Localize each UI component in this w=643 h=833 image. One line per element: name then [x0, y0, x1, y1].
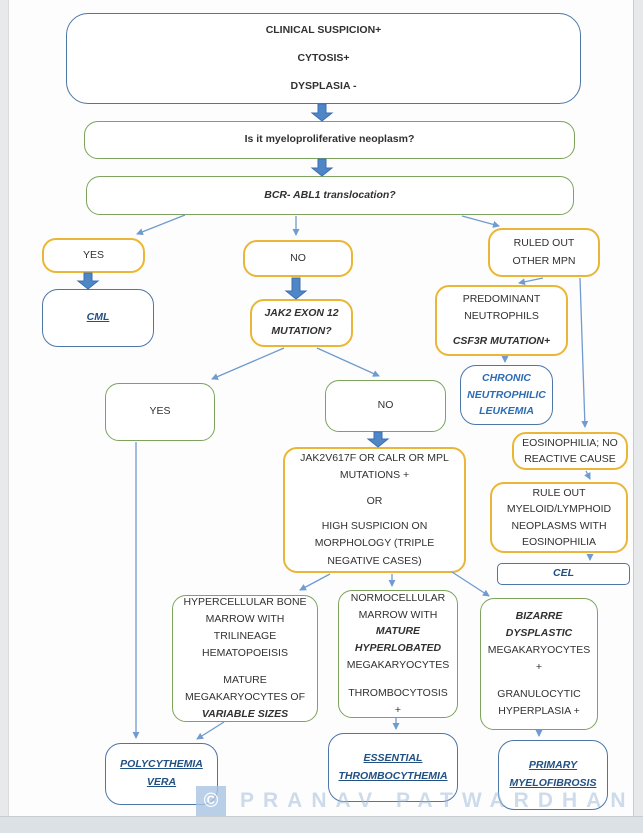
copyright-symbol: © — [203, 789, 219, 812]
node-essential-thrombocythemia: ESSENTIAL THROMBOCYTHEMIA — [328, 733, 458, 802]
node-predominant-neutrophils: PREDOMINANT NEUTROPHILS CSF3R MUTATION+ — [435, 285, 568, 356]
connector-ruledout-to-eosinophilia — [579, 277, 589, 428]
node-start: CLINICAL SUSPICION+ CYTOSIS+ DYSPLASIA - — [66, 13, 581, 104]
bizarre-line-4: GRANULOCYTIC HYPERPLASIA + — [497, 688, 581, 718]
et-label: ESSENTIAL THROMBOCYTHEMIA — [338, 751, 448, 782]
hypercellular-line-1: HYPERCELLULAR BONE MARROW WITH TRILINEAG… — [183, 596, 307, 659]
node-hypercellular-marrow: HYPERCELLULAR BONE MARROW WITH TRILINEAG… — [172, 595, 318, 722]
block-arrow-start-to-qmpn — [310, 103, 334, 122]
triple-line-3: HIGH SUSPICION ON MORPHOLOGY (TRIPLE NEG… — [314, 520, 435, 567]
start-line-1: CLINICAL SUSPICION+ — [265, 23, 382, 36]
node-jak2-exon12: JAK2 EXON 12 MUTATION? — [250, 299, 353, 347]
jak2-exon12-label: JAK2 EXON 12 MUTATION? — [264, 307, 339, 337]
block-arrow-yes-to-cml — [76, 272, 100, 290]
triple-line-1: JAK2V617F OR CALR OR MPL MUTATIONS + — [300, 452, 449, 482]
hypercellular-line-3: VARIABLE SIZES — [201, 708, 289, 720]
node-question-bcr-abl1: BCR- ABL1 translocation? — [86, 176, 574, 215]
page-margin-bottom — [0, 816, 643, 833]
pmf-label: PRIMARY MYELOFIBROSIS — [509, 759, 597, 789]
node-chronic-neutrophilic-leukemia: CHRONIC NEUTROPHILIC LEUKEMIA — [460, 365, 553, 425]
node-rule-out-myeloid-lymphoid: RULE OUT MYELOID/LYMPHOID NEOPLASMS WITH… — [490, 482, 628, 553]
node-no-jak2: NO — [325, 380, 446, 432]
cnl-label: CHRONIC NEUTROPHILIC LEUKEMIA — [467, 371, 546, 418]
normocellular-line-5: + — [394, 703, 402, 716]
start-line-3: DYSPLASIA - — [290, 80, 357, 93]
bizarre-line-2: MEGAKARYOCYTES — [487, 643, 591, 656]
yes-jak2-label: YES — [149, 405, 171, 418]
connector-triple-to-bizarre — [451, 571, 490, 597]
connector-bcr-to-ruledout — [461, 215, 500, 228]
connector-eosinophilia-to-ruleout — [584, 470, 591, 480]
watermark-author-name: PRANAV PATWARDHAN — [240, 789, 635, 812]
question-bcr-label: BCR- ABL1 translocation? — [264, 188, 396, 201]
node-primary-myelofibrosis: PRIMARY MYELOFIBROSIS — [498, 740, 608, 810]
page-margin-left — [0, 0, 9, 833]
node-question-mpn: Is it myeloproliferative neoplasm? — [84, 121, 575, 159]
block-arrow-no2-to-triple — [366, 431, 390, 448]
normocellular-line-3: MEGAKARYOCYTES — [346, 658, 450, 671]
normocellular-line-2: MATURE HYPERLOBATED — [354, 625, 442, 655]
predominant-line: PREDOMINANT NEUTROPHILS — [462, 293, 541, 323]
connector-triple-to-hypercellular — [299, 573, 331, 591]
pv-label: POLYCYTHEMIA VERA — [120, 758, 203, 788]
ruled-out-label: RULED OUT OTHER MPN — [512, 236, 576, 267]
node-cml: CML — [42, 289, 154, 347]
node-ruled-out-other-mpn: RULED OUT OTHER MPN — [488, 228, 600, 277]
cel-label: CEL — [553, 567, 574, 580]
node-eosinophilia: EOSINOPHILIA; NO REACTIVE CAUSE — [512, 432, 628, 470]
node-bizarre-dysplastic: BIZARRE DYSPLASTIC MEGAKARYOCYTES + GRAN… — [480, 598, 598, 730]
watermark-copyright-icon: © — [196, 786, 226, 816]
rule-out-eos-label: RULE OUT MYELOID/LYMPHOID NEOPLASMS WITH… — [506, 486, 612, 548]
connector-hypercellular-to-pv — [196, 721, 225, 740]
node-cel: CEL — [497, 563, 630, 585]
normocellular-line-4: THROMBOCYTOSIS — [348, 686, 448, 699]
block-arrow-no-to-jak2 — [284, 277, 308, 300]
triple-line-2: OR — [366, 494, 383, 507]
connector-jak2-to-no2 — [316, 347, 380, 377]
hypercellular-line-2: MATURE MEGAKARYOCYTES OF — [185, 674, 305, 704]
node-triple-negative: JAK2V617F OR CALR OR MPL MUTATIONS + OR … — [283, 447, 466, 573]
node-polycythemia-vera: POLYCYTHEMIA VERA — [105, 743, 218, 805]
node-normocellular-marrow: NORMOCELLULAR MARROW WITH MATURE HYPERLO… — [338, 590, 458, 718]
eosinophilia-label: EOSINOPHILIA; NO REACTIVE CAUSE — [522, 436, 618, 465]
connector-bcr-to-yes — [136, 214, 186, 236]
node-no-bcr: NO — [243, 240, 353, 277]
no-jak2-label: NO — [377, 399, 394, 412]
no-bcr-label: NO — [290, 251, 306, 264]
node-yes-bcr: YES — [42, 238, 145, 273]
yes-bcr-label: YES — [82, 248, 104, 261]
csf3r-mutation-line: CSF3R MUTATION+ — [452, 334, 551, 347]
bizarre-line-1: BIZARRE DYSPLASTIC — [505, 610, 573, 639]
question-mpn-label: Is it myeloproliferative neoplasm? — [244, 133, 415, 146]
normocellular-line-1: NORMOCELLULAR MARROW WITH — [350, 591, 446, 621]
block-arrow-qmpn-to-qbcr — [310, 158, 334, 177]
node-yes-jak2: YES — [105, 383, 215, 441]
connector-ruledout-to-predominant — [518, 277, 544, 286]
start-line-2: CYTOSIS+ — [297, 51, 350, 64]
page-margin-right — [633, 0, 643, 833]
cml-label: CML — [86, 311, 110, 324]
bizarre-line-3: + — [535, 660, 543, 673]
connector-jak2-to-yes2 — [211, 347, 285, 380]
